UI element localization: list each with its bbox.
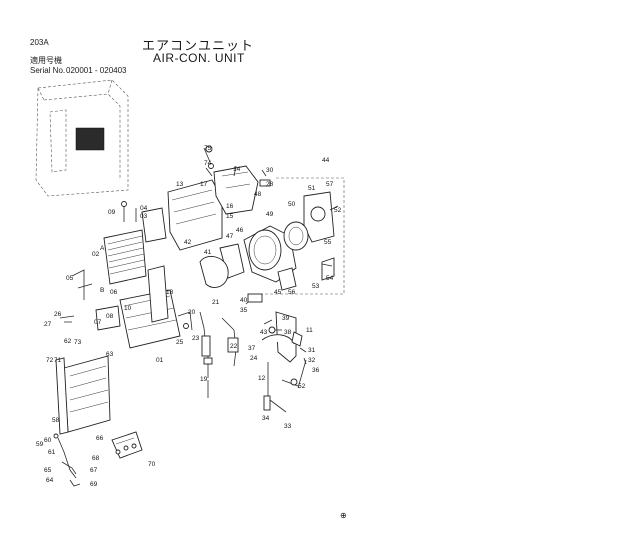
- callout: 40: [240, 297, 248, 304]
- callout: 33: [284, 423, 292, 430]
- callout: 07: [94, 319, 102, 326]
- callout: 63: [106, 351, 114, 358]
- callout: 60: [44, 437, 52, 444]
- callout: 09: [108, 209, 116, 216]
- callout: 57: [326, 181, 334, 188]
- callout: 35: [240, 307, 248, 314]
- callout: 12: [258, 375, 266, 382]
- callout: 64: [46, 477, 54, 484]
- callout: 38: [284, 329, 292, 336]
- callout: 31: [308, 347, 316, 354]
- callout: 58: [52, 417, 60, 424]
- callout: 10: [124, 305, 132, 312]
- callout: 19: [200, 376, 208, 383]
- title-english: AIR-CON. UNIT: [153, 51, 245, 65]
- evaporator-group: [59, 201, 167, 323]
- callout: 53: [312, 283, 320, 290]
- corner-mark: ⊕: [340, 511, 347, 520]
- callout: 71: [54, 357, 62, 364]
- callout: 28: [266, 181, 274, 188]
- callout: 70: [148, 461, 156, 468]
- callout: 25: [176, 339, 184, 346]
- callout: 43: [260, 329, 268, 336]
- callout: 32: [308, 357, 316, 364]
- callout: 39: [282, 315, 290, 322]
- callout: 11: [306, 327, 313, 334]
- callout: 42: [184, 239, 192, 246]
- callout: 02: [92, 251, 100, 258]
- lower-case-group: [95, 265, 193, 349]
- callout: 13: [176, 181, 184, 188]
- callout: 16: [226, 203, 234, 210]
- callout: 50: [288, 201, 296, 208]
- callout: 14: [233, 166, 241, 173]
- callout: 03: [140, 213, 148, 220]
- callout: 54: [326, 275, 334, 282]
- callout: 47: [226, 233, 234, 240]
- upper-housing-group: [167, 145, 271, 251]
- right-duct-group: [261, 311, 307, 413]
- callout: 04: [140, 205, 148, 212]
- serial-range: 020001 - 020403: [66, 66, 127, 75]
- callout: 37: [248, 345, 256, 352]
- callout: 55: [324, 239, 332, 246]
- callout: 48: [254, 191, 262, 198]
- callout: 67: [90, 467, 98, 474]
- callout: 20: [188, 309, 196, 316]
- callout-labels: 75 74 14 30 28 13 17 44 57 51 50 52 09 0…: [36, 145, 342, 488]
- callout: 23: [192, 335, 200, 342]
- callout: 44: [322, 157, 330, 164]
- callout: 69: [90, 481, 98, 488]
- callout: 49: [266, 211, 274, 218]
- callout: 26: [54, 311, 62, 318]
- callout: 66: [96, 435, 104, 442]
- callout: 52: [298, 383, 306, 390]
- callout: 30: [266, 167, 274, 174]
- callout: 15: [226, 213, 234, 220]
- callout: B: [100, 287, 104, 294]
- callout: 46: [236, 227, 244, 234]
- callout: 05: [66, 275, 74, 282]
- callout: 36: [312, 367, 320, 374]
- callout: A: [100, 245, 105, 252]
- callout: 21: [212, 299, 220, 306]
- callout: 34: [262, 415, 270, 422]
- title-japanese: エアコンユニット: [142, 38, 255, 53]
- callout: 75: [204, 145, 212, 152]
- callout: 08: [106, 313, 114, 320]
- callout: 17: [200, 181, 208, 188]
- page-code: 203A: [30, 38, 49, 47]
- callout: 27: [44, 321, 52, 328]
- callout: 65: [44, 467, 52, 474]
- callout: 72: [46, 357, 54, 364]
- callout: 56: [288, 289, 296, 296]
- callout: 06: [110, 289, 118, 296]
- callout: 22: [230, 343, 238, 350]
- cab-inset: [35, 79, 129, 197]
- lower-left-panel-group: [53, 355, 143, 487]
- callout: 45: [274, 289, 282, 296]
- callout: 51: [308, 185, 316, 192]
- serial-label-japanese: 適用号機: [30, 56, 62, 65]
- callout: 62: [64, 338, 72, 345]
- callout: 24: [250, 355, 258, 362]
- callout: 52: [334, 207, 342, 214]
- blower-assembly-group: [199, 177, 345, 295]
- serial-label-english: Serial No.: [30, 66, 66, 75]
- callout: 61: [48, 449, 56, 456]
- callout: 73: [74, 339, 82, 346]
- callout: 74: [204, 160, 212, 167]
- callout: 41: [204, 249, 212, 256]
- callout: 01: [156, 357, 164, 364]
- center-linkage-group: [199, 293, 263, 398]
- callout: 18: [166, 289, 174, 296]
- callout: 68: [92, 455, 100, 462]
- callout: 59: [36, 441, 44, 448]
- unit-location-marker: [75, 127, 105, 151]
